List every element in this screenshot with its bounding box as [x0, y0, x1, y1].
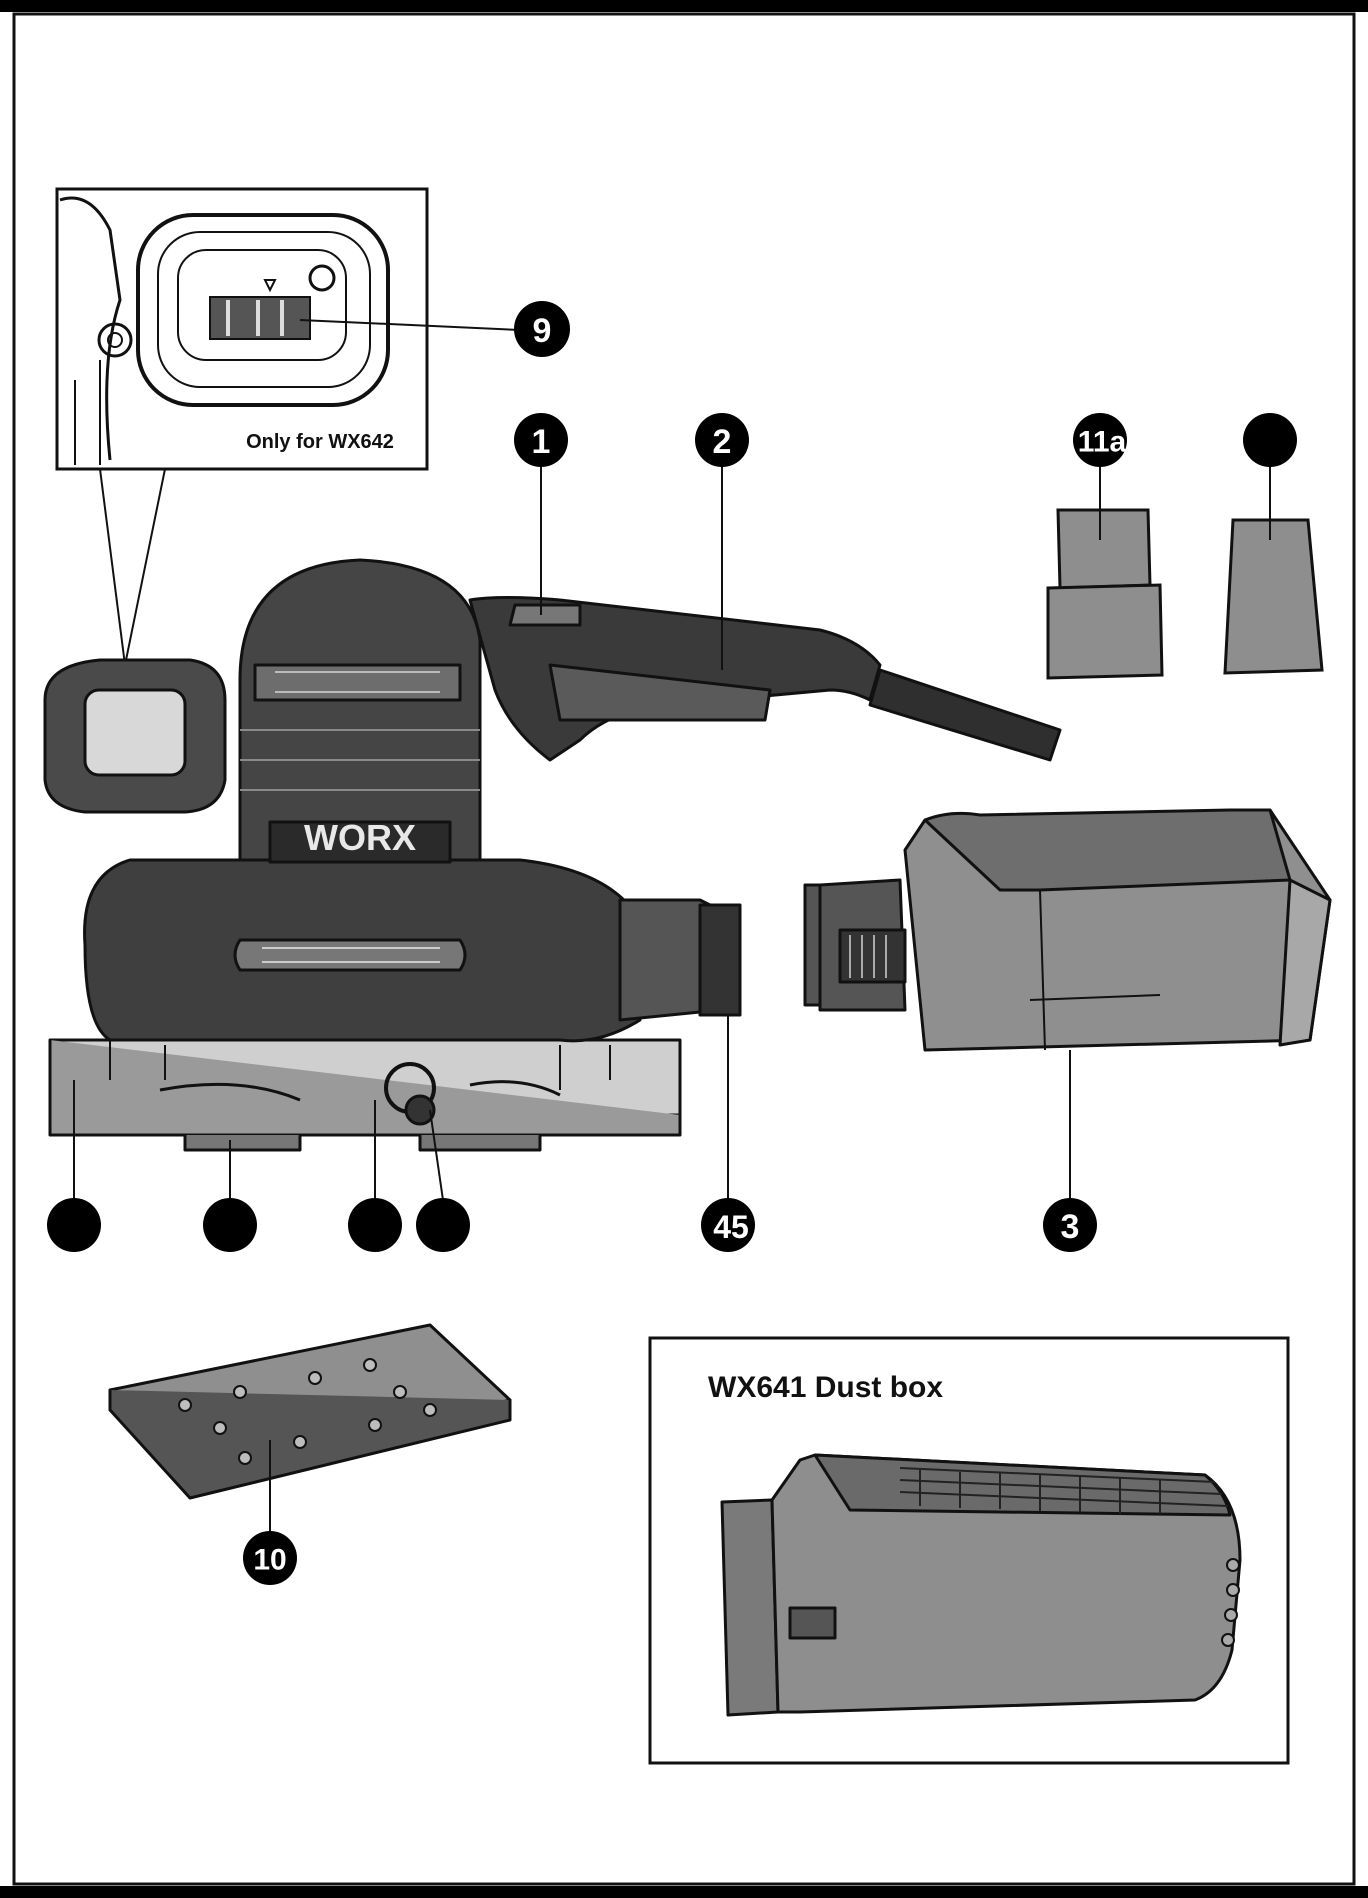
svg-text:11a: 11a [1078, 426, 1127, 459]
callout-1: 1 [514, 413, 568, 467]
callout-11a: 11a [1073, 413, 1127, 467]
svg-text:1: 1 [532, 423, 551, 461]
worx-logo: WORX [304, 817, 416, 858]
callout-blank-c [348, 1198, 402, 1252]
callout-blank-adapter [1243, 413, 1297, 467]
inset-caption: Only for WX642 [246, 431, 394, 453]
svg-text:2: 2 [713, 423, 732, 461]
svg-text:3: 3 [1061, 1208, 1080, 1246]
callout-45: 45 [701, 1198, 755, 1252]
wx641-dust-box-panel: WX641 Dust box [648, 1336, 1290, 1765]
svg-text:45: 45 [713, 1209, 749, 1245]
inset-pointer-right [124, 468, 166, 666]
svg-text:9: 9 [533, 312, 552, 350]
svg-text:10: 10 [253, 1544, 286, 1577]
callout-blank-b [203, 1198, 257, 1252]
speed-dial-inset: Only for WX642 [55, 187, 521, 471]
sanding-plate [108, 1323, 512, 1535]
dust-box-title: WX641 Dust box [708, 1371, 943, 1404]
callout-3: 3 [1043, 1198, 1097, 1252]
callout-markers: 9 1 2 11a [47, 301, 1297, 1585]
top-border [0, 0, 1368, 12]
page-frame [12, 12, 1356, 1886]
callout-10: 10 [243, 1531, 297, 1585]
bottom-border [0, 1886, 1368, 1898]
adapter-11a [1046, 462, 1164, 680]
dust-canister [803, 808, 1332, 1052]
callout-2: 2 [695, 413, 749, 467]
adapter-unlabeled [1223, 462, 1324, 675]
callout-blank-a [47, 1198, 101, 1252]
sander-leader-lines [73, 462, 1071, 1201]
inset-pointer-left [99, 468, 126, 666]
sander-body: WORX [43, 558, 1062, 1152]
callout-9: 9 [514, 301, 570, 357]
callout-blank-d [416, 1198, 470, 1252]
